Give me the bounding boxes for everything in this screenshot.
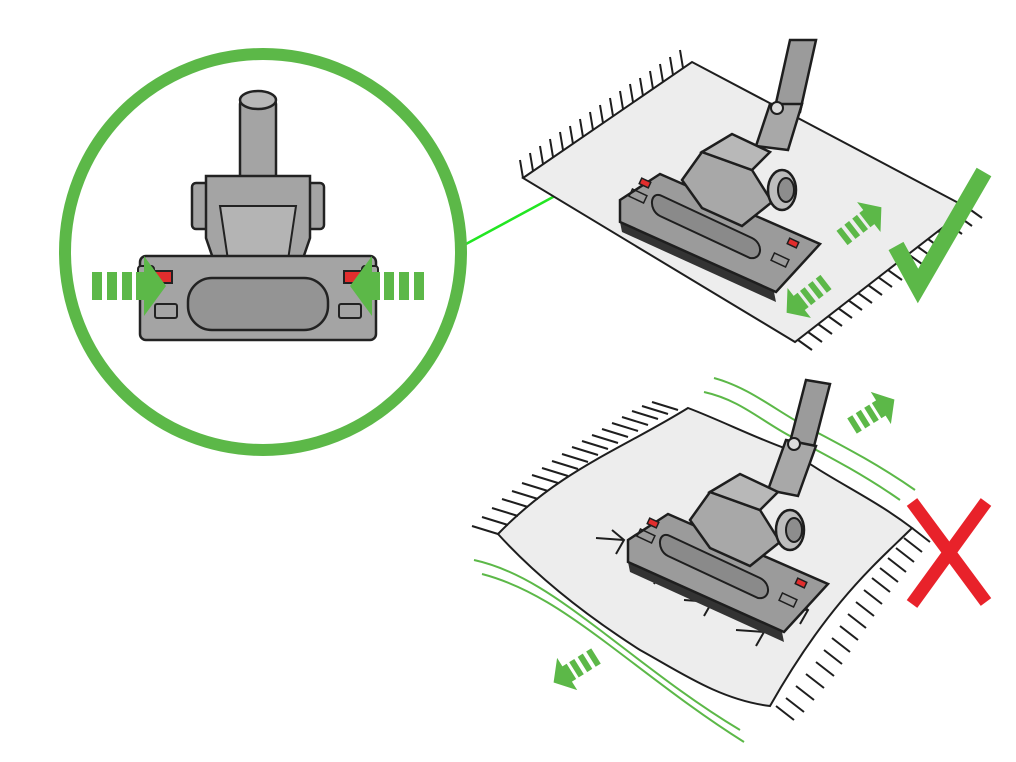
vacuum-wand-2 xyxy=(766,378,832,498)
cross-icon xyxy=(906,498,992,608)
rug-fringe-2 xyxy=(471,401,931,721)
zoom-detail-panel xyxy=(59,48,641,456)
vacuum-wand xyxy=(754,38,818,152)
incorrect-use-panel xyxy=(471,377,992,743)
pull-arrow-icon-2 xyxy=(543,639,607,699)
push-arrow-icon-2 xyxy=(841,383,905,443)
rug-wave-lines xyxy=(473,377,916,743)
checkmark-icon xyxy=(888,167,992,304)
correct-use-panel xyxy=(519,38,992,351)
